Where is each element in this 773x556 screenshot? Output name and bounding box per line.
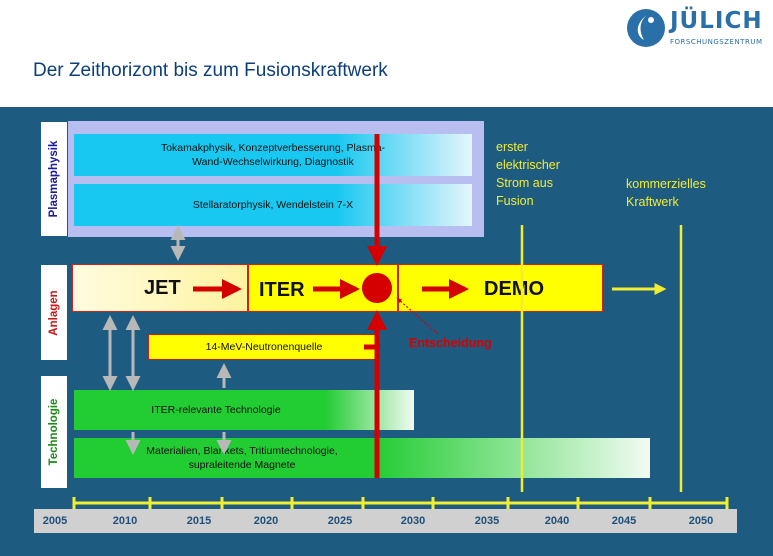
section-anlagen: Anlagen	[41, 265, 67, 360]
materials-text-line2: supraleitende Magnete	[188, 459, 296, 471]
decision-label: Entscheidung	[409, 336, 492, 350]
timeline-ticks	[72, 497, 729, 509]
year-label: 2025	[327, 515, 353, 527]
first-power-line4: Fusion	[496, 194, 534, 208]
year-label: 2015	[186, 515, 212, 527]
year-label: 2010	[112, 515, 138, 527]
decision-point	[362, 273, 392, 303]
logo-subtitle: FORSCHUNGSZENTRUM	[670, 38, 763, 46]
section-technologie: Technologie	[41, 376, 67, 488]
stellarator-box: Stellaratorphysik, Wendelstein 7-X	[74, 184, 472, 226]
first-power-line2: elektrischer	[496, 158, 560, 172]
commercial-line2: Kraftwerk	[626, 195, 679, 209]
timeline-bar	[34, 509, 737, 533]
commercial-line1: kommerzielles	[626, 177, 706, 191]
materials-box: Materialien, Blankets, Tritiumtechnologi…	[74, 438, 650, 478]
iter-tech-text: ITER-relevante Technologie	[151, 404, 281, 416]
tokamak-box: Tokamakphysik, Konzeptverbesserung, Plas…	[74, 134, 472, 176]
materials-text-line1: Materialien, Blankets, Tritiumtechnologi…	[146, 445, 338, 457]
year-label: 2035	[474, 515, 500, 527]
tokamak-text-line1: Tokamakphysik, Konzeptverbesserung, Plas…	[160, 142, 386, 154]
year-label: 2050	[688, 515, 714, 527]
year-label: 2040	[544, 515, 570, 527]
decision-pointer	[396, 297, 439, 335]
year-label: 2045	[611, 515, 637, 527]
section-plasmaphysik: Plasmaphysik	[41, 122, 67, 236]
first-power-note: erster elektrischer Strom aus Fusion	[496, 138, 560, 210]
jet-label: JET	[144, 277, 181, 299]
year-label: 2030	[400, 515, 426, 527]
page-title: Der Zeithorizont bis zum Fusionskraftwer…	[33, 60, 388, 81]
year-label: 2020	[253, 515, 279, 527]
first-power-line1: erster	[496, 140, 528, 154]
neutron-source-text: 14-MeV-Neutronenquelle	[205, 341, 323, 353]
demo-label: DEMO	[484, 278, 544, 300]
neutron-source-box: 14-MeV-Neutronenquelle	[148, 334, 380, 360]
first-power-line3: Strom aus	[496, 176, 553, 190]
tokamak-text-line2: Wand-Wechselwirkung, Diagnostik	[192, 156, 354, 168]
commercial-note: kommerzielles Kraftwerk	[626, 175, 706, 211]
iter-tech-box: ITER-relevante Technologie	[74, 390, 414, 430]
year-label: 2005	[42, 515, 68, 527]
juelich-logo-icon	[627, 9, 665, 47]
logo-wordmark: JÜLICH	[670, 8, 763, 34]
iter-label: ITER	[259, 279, 305, 301]
stellarator-text: Stellaratorphysik, Wendelstein 7-X	[192, 199, 354, 211]
